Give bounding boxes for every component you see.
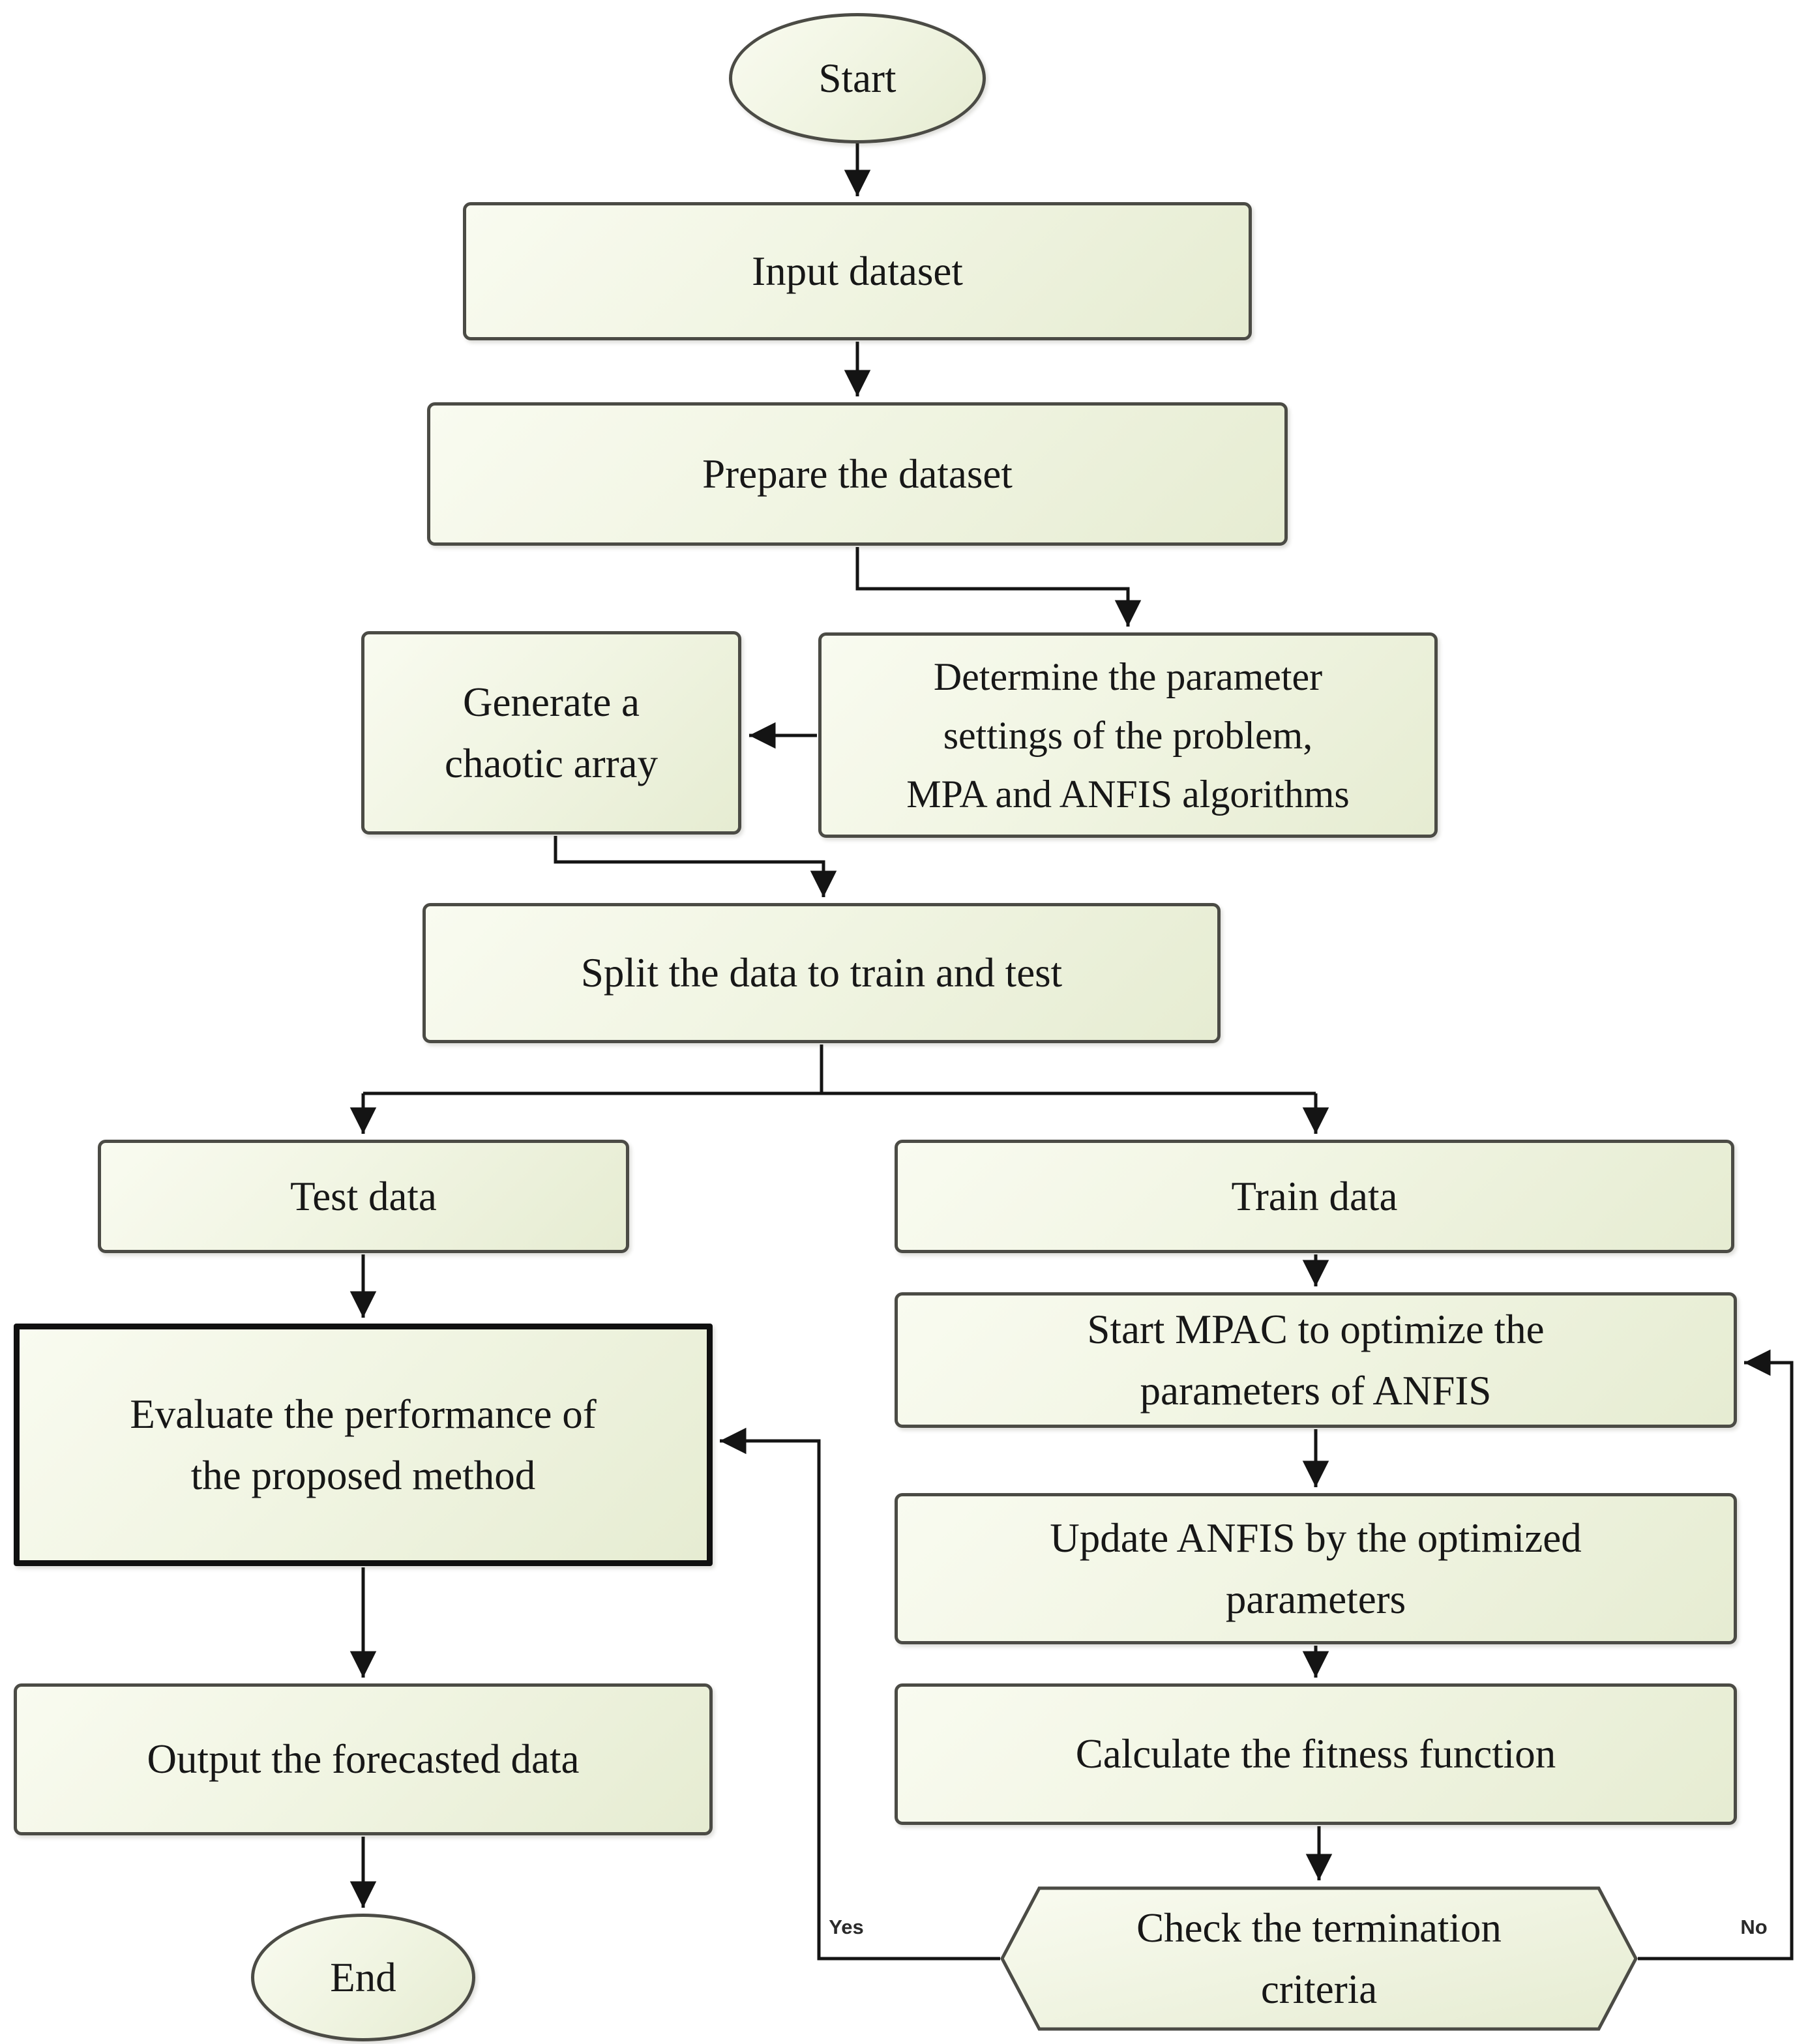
node-test-data: Test data: [98, 1140, 629, 1253]
node-split-data-label: Split the data to train and test: [580, 950, 1063, 996]
node-start: Start: [729, 13, 986, 143]
node-evaluate-performance: Evaluate the performance of the proposed…: [14, 1324, 713, 1566]
node-input-dataset-label: Input dataset: [752, 248, 963, 294]
node-test-data-label: Test data: [290, 1173, 437, 1219]
connector-no-loop: [1638, 1349, 1794, 1961]
node-evaluate-performance-label: Evaluate the performance of the proposed…: [130, 1391, 597, 1499]
node-input-dataset: Input dataset: [463, 202, 1252, 340]
node-start-mpac-label: Start MPAC to optimize the parameters of…: [1087, 1306, 1545, 1414]
node-check-termination-label: Check the termination criteria: [1136, 1904, 1502, 2013]
connector-yes-loop: [720, 1427, 1000, 1961]
node-check-termination: Check the termination criteria: [1000, 1886, 1638, 2031]
node-end-label: End: [330, 1954, 396, 2000]
node-train-data: Train data: [895, 1140, 1734, 1253]
node-update-anfis: Update ANFIS by the optimized parameters: [895, 1493, 1737, 1644]
node-output-forecast: Output the forecasted data: [14, 1683, 713, 1835]
node-calculate-fitness: Calculate the fitness function: [895, 1683, 1737, 1825]
node-generate-chaotic-array-label: Generate a chaotic array: [444, 679, 659, 787]
node-update-anfis-label: Update ANFIS by the optimized parameters: [1050, 1515, 1582, 1623]
node-determine-parameters: Determine the parameter settings of the …: [818, 632, 1438, 838]
hexagon-shape: [1000, 1886, 1638, 2031]
node-train-data-label: Train data: [1231, 1173, 1398, 1219]
node-generate-chaotic-array: Generate a chaotic array: [361, 631, 741, 835]
node-split-data: Split the data to train and test: [422, 903, 1221, 1043]
node-output-forecast-label: Output the forecasted data: [147, 1736, 580, 1783]
node-prepare-dataset-label: Prepare the dataset: [702, 451, 1013, 497]
node-prepare-dataset: Prepare the dataset: [427, 402, 1288, 546]
node-start-label: Start: [818, 55, 897, 101]
yes-branch-label: Yes: [829, 1916, 864, 1938]
node-start-mpac: Start MPAC to optimize the parameters of…: [895, 1292, 1737, 1428]
node-calculate-fitness-label: Calculate the fitness function: [1075, 1731, 1556, 1777]
no-branch-label: No: [1740, 1916, 1768, 1938]
connector-prepare-to-determine: [855, 547, 1142, 627]
node-end: End: [251, 1914, 475, 2041]
connector-generate-to-split: [554, 836, 837, 897]
node-determine-parameters-label: Determine the parameter settings of the …: [906, 655, 1350, 816]
